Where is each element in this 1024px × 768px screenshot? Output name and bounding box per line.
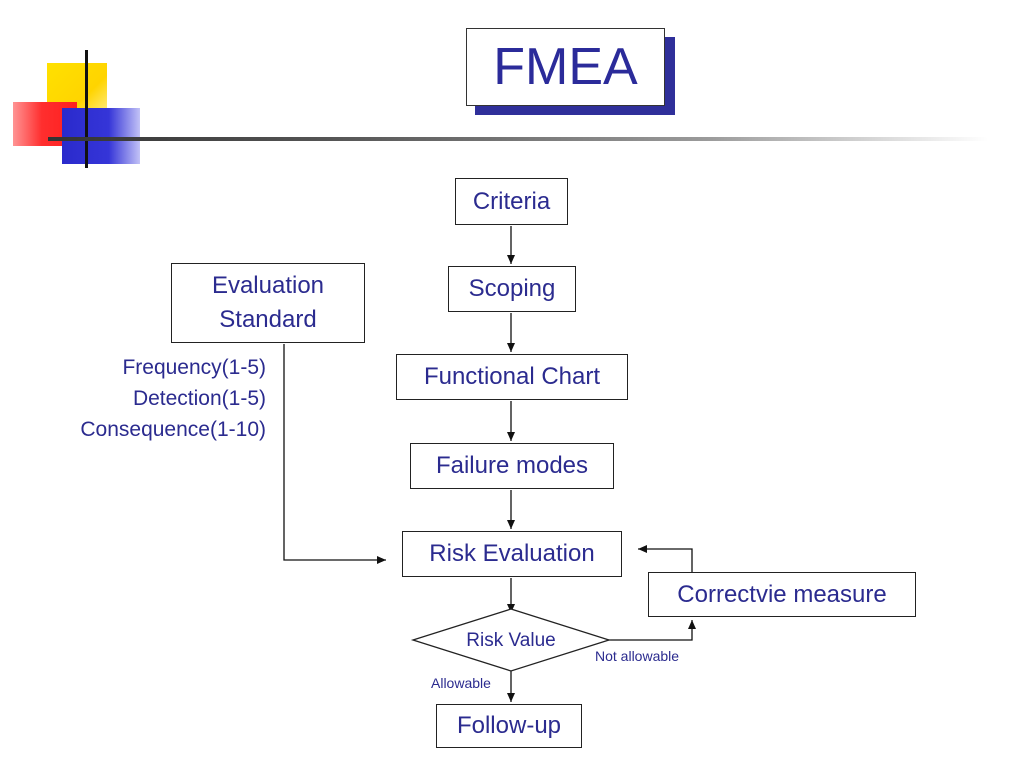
decor-horizontal-rule: [48, 137, 988, 141]
failure-modes-box: Failure modes: [410, 443, 614, 489]
scoping-box: Scoping: [448, 266, 576, 312]
allowable-label: Allowable: [431, 675, 491, 691]
arrow-standard-risk: [283, 344, 386, 564]
metric-consequence: Consequence(1-10): [80, 418, 266, 441]
functional-chart-box: Functional Chart: [396, 354, 628, 400]
arrow-corrective-risk: [638, 545, 693, 572]
risk-value-label: Risk Value: [466, 630, 555, 651]
metric-detection: Detection(1-5): [132, 387, 266, 410]
corrective-measure-box: Correctvie measure: [648, 572, 916, 617]
metric-frequency: Frequency(1-5): [122, 356, 266, 379]
follow-up-box: Follow-up: [436, 704, 582, 748]
decor-blue-square: [62, 108, 140, 164]
evaluation-standard-box: Evaluation Standard: [171, 263, 365, 343]
evaluation-standard-line2: Standard: [219, 306, 317, 333]
evaluation-standard-line1: Evaluation: [211, 272, 325, 300]
page-title: FMEA: [466, 28, 665, 106]
criteria-box: Criteria: [455, 178, 568, 225]
risk-evaluation-box: Risk Evaluation: [402, 531, 622, 577]
arrow-diamond-corrective: [608, 620, 696, 641]
metrics-list: Frequency(1-5) Detection(1-5) Consequenc…: [80, 352, 266, 445]
risk-value-diamond: [410, 608, 612, 672]
decor-vertical-line: [85, 50, 88, 168]
not-allowable-label: Not allowable: [595, 648, 680, 664]
